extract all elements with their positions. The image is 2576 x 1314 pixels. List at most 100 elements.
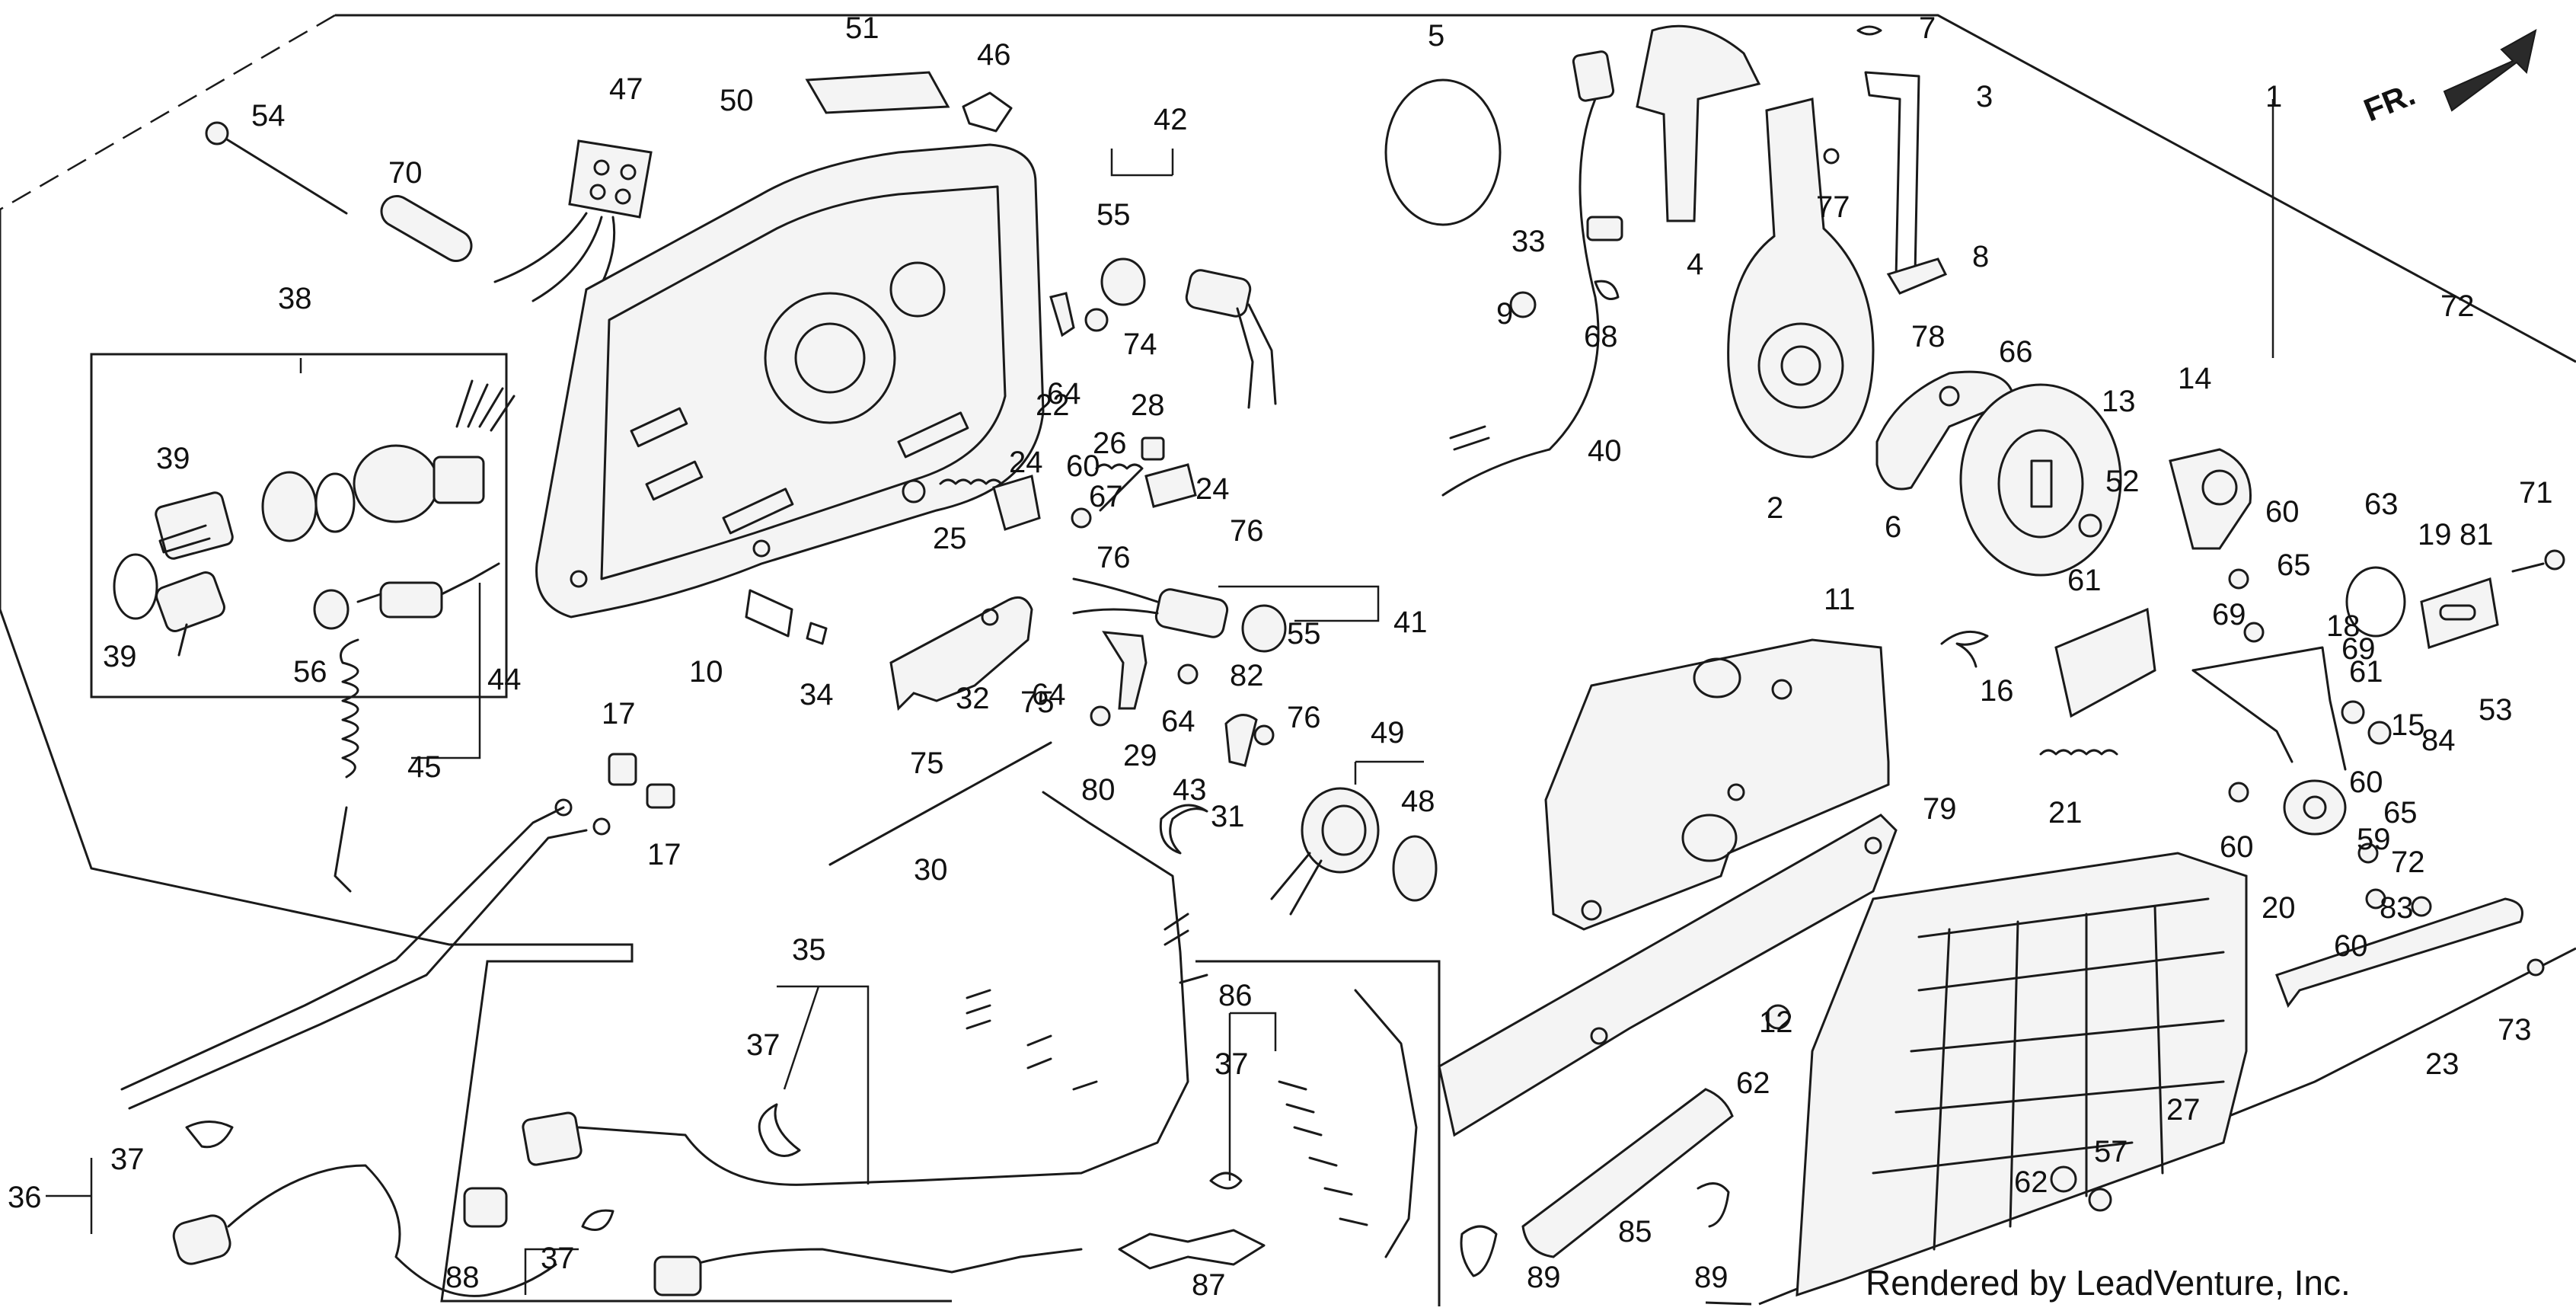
back-cover-part-27 bbox=[1796, 852, 2248, 1297]
callout-label: 66 bbox=[1999, 335, 2033, 369]
callout-label: 29 bbox=[1123, 739, 1157, 772]
callout-label: 17 bbox=[647, 838, 682, 871]
callout-label: 5 bbox=[1428, 19, 1444, 53]
callout-label: 69 bbox=[2212, 598, 2246, 631]
callout-label: 42 bbox=[1154, 103, 1188, 136]
callout-label: 28 bbox=[1131, 388, 1165, 422]
callout-label: 89 bbox=[1694, 1261, 1729, 1294]
callout-label: 7 bbox=[1919, 11, 1936, 45]
callout-label: 62 bbox=[2014, 1165, 2048, 1199]
callout-label: 1 bbox=[2265, 80, 2282, 113]
callout-label: 14 bbox=[2178, 362, 2212, 395]
hardware-washers bbox=[1071, 308, 2565, 1212]
callout-label: 59 bbox=[2357, 823, 2391, 856]
callout-label: 6 bbox=[1885, 510, 1901, 544]
lever-part-29 bbox=[1049, 292, 1258, 767]
plate-part-15 bbox=[1940, 607, 2156, 756]
callout-label: 37 bbox=[541, 1242, 575, 1275]
callout-label: 72 bbox=[2440, 289, 2475, 323]
diagram-outline bbox=[0, 14, 2576, 1306]
cable-clip-part-17 bbox=[608, 753, 675, 809]
callout-label: 45 bbox=[407, 750, 442, 784]
protector-tube-part-85 bbox=[1460, 1088, 1734, 1277]
callout-label: 22 bbox=[1036, 388, 1070, 422]
callout-label: 70 bbox=[388, 156, 423, 190]
front-direction-label: FR. bbox=[2359, 75, 2420, 128]
emergency-stop-switch-part-44 bbox=[313, 562, 500, 893]
callout-label: 65 bbox=[2277, 548, 2311, 582]
callout-label: 82 bbox=[1230, 659, 1264, 692]
neutral-switch-part-41 bbox=[1072, 257, 1287, 653]
callout-label: 47 bbox=[609, 72, 643, 106]
callout-label: 20 bbox=[2262, 891, 2296, 925]
callout-label: 10 bbox=[689, 655, 723, 689]
callout-label: 69 bbox=[2341, 632, 2376, 666]
callout-label: 64 bbox=[1047, 377, 1081, 411]
control-lever-part-2 bbox=[1727, 25, 1948, 459]
callout-label: 76 bbox=[1230, 514, 1264, 548]
callout-label: 76 bbox=[1287, 701, 1321, 734]
credit-text: Rendered by LeadVenture, Inc. bbox=[1866, 1263, 2351, 1303]
bracket-part-20 bbox=[2191, 646, 2347, 836]
callout-label: 79 bbox=[1923, 792, 1957, 826]
extension-harness-part-36 bbox=[172, 1121, 557, 1297]
control-grip-part-4 bbox=[1636, 24, 1761, 222]
arm-part-23 bbox=[2275, 897, 2523, 1009]
callout-numbers: 1 2 3 4 5 6 7 8 9 10 11 12 13 14 15 16 1… bbox=[8, 11, 2553, 1302]
trim-switch-harness-part-40 bbox=[1441, 50, 1623, 497]
ignition-switch-part-38 bbox=[113, 379, 516, 657]
side-cover-part-11 bbox=[1544, 638, 1890, 931]
callout-label: 80 bbox=[1081, 773, 1116, 807]
callout-label: 50 bbox=[720, 84, 754, 117]
callout-label: 21 bbox=[2048, 796, 2083, 830]
callout-label: 4 bbox=[1687, 248, 1703, 281]
callout-label: 76 bbox=[1096, 541, 1131, 574]
callout-label: 39 bbox=[156, 442, 190, 475]
label-plate-part-51 bbox=[805, 71, 950, 114]
callout-label: 18 bbox=[2326, 609, 2361, 643]
ring-part-5 bbox=[1384, 78, 1502, 226]
callout-label: 49 bbox=[1371, 716, 1405, 750]
clip-part-46 bbox=[962, 91, 1013, 133]
callout-label: 34 bbox=[800, 678, 834, 711]
callout-label: 75 bbox=[910, 747, 944, 780]
callout-label: 27 bbox=[2166, 1093, 2201, 1127]
callout-label: 86 bbox=[1218, 979, 1253, 1012]
callout-label: 55 bbox=[1096, 198, 1131, 232]
callout-label: 26 bbox=[1093, 427, 1127, 460]
callout-label: 3 bbox=[1976, 80, 1993, 113]
callout-label: 46 bbox=[977, 38, 1011, 72]
callout-label: 68 bbox=[1584, 320, 1618, 353]
main-harness-part-35 bbox=[522, 791, 1208, 1186]
callout-label: 74 bbox=[1123, 328, 1157, 361]
callout-label: 63 bbox=[2364, 488, 2399, 521]
callout-label: 43 bbox=[1173, 773, 1207, 807]
callout-label: 17 bbox=[602, 697, 636, 731]
callout-label: 64 bbox=[1032, 678, 1066, 711]
callout-label: 64 bbox=[1161, 705, 1195, 738]
callout-label: 16 bbox=[1980, 674, 2014, 708]
callout-label: 13 bbox=[2102, 385, 2136, 418]
callout-label: 36 bbox=[8, 1181, 42, 1214]
callout-label: 33 bbox=[1511, 225, 1546, 258]
callout-label: 38 bbox=[278, 282, 312, 315]
callout-label: 12 bbox=[1759, 1005, 1793, 1039]
callout-label: 31 bbox=[1211, 800, 1245, 833]
callout-label: 39 bbox=[103, 640, 137, 673]
callout-label: 19 bbox=[2418, 518, 2452, 551]
callout-label: 8 bbox=[1972, 240, 1989, 273]
collar-part-70 bbox=[380, 195, 473, 262]
callout-label: 60 bbox=[2334, 929, 2368, 963]
callout-label: 15 bbox=[2391, 708, 2425, 742]
throttle-cable bbox=[120, 798, 611, 1110]
switch-panel-part-47 bbox=[493, 139, 653, 318]
callout-label: 2 bbox=[1767, 491, 1783, 525]
leader-lines bbox=[46, 99, 2274, 1295]
callout-label: 84 bbox=[2421, 724, 2456, 757]
callout-label: 78 bbox=[1911, 320, 1946, 353]
callout-label: 37 bbox=[1215, 1047, 1249, 1081]
callout-label: 67 bbox=[1089, 480, 1123, 513]
front-arrow-icon bbox=[2443, 29, 2537, 112]
callout-label: 11 bbox=[1824, 583, 1856, 616]
callout-label: 24 bbox=[1195, 472, 1230, 506]
